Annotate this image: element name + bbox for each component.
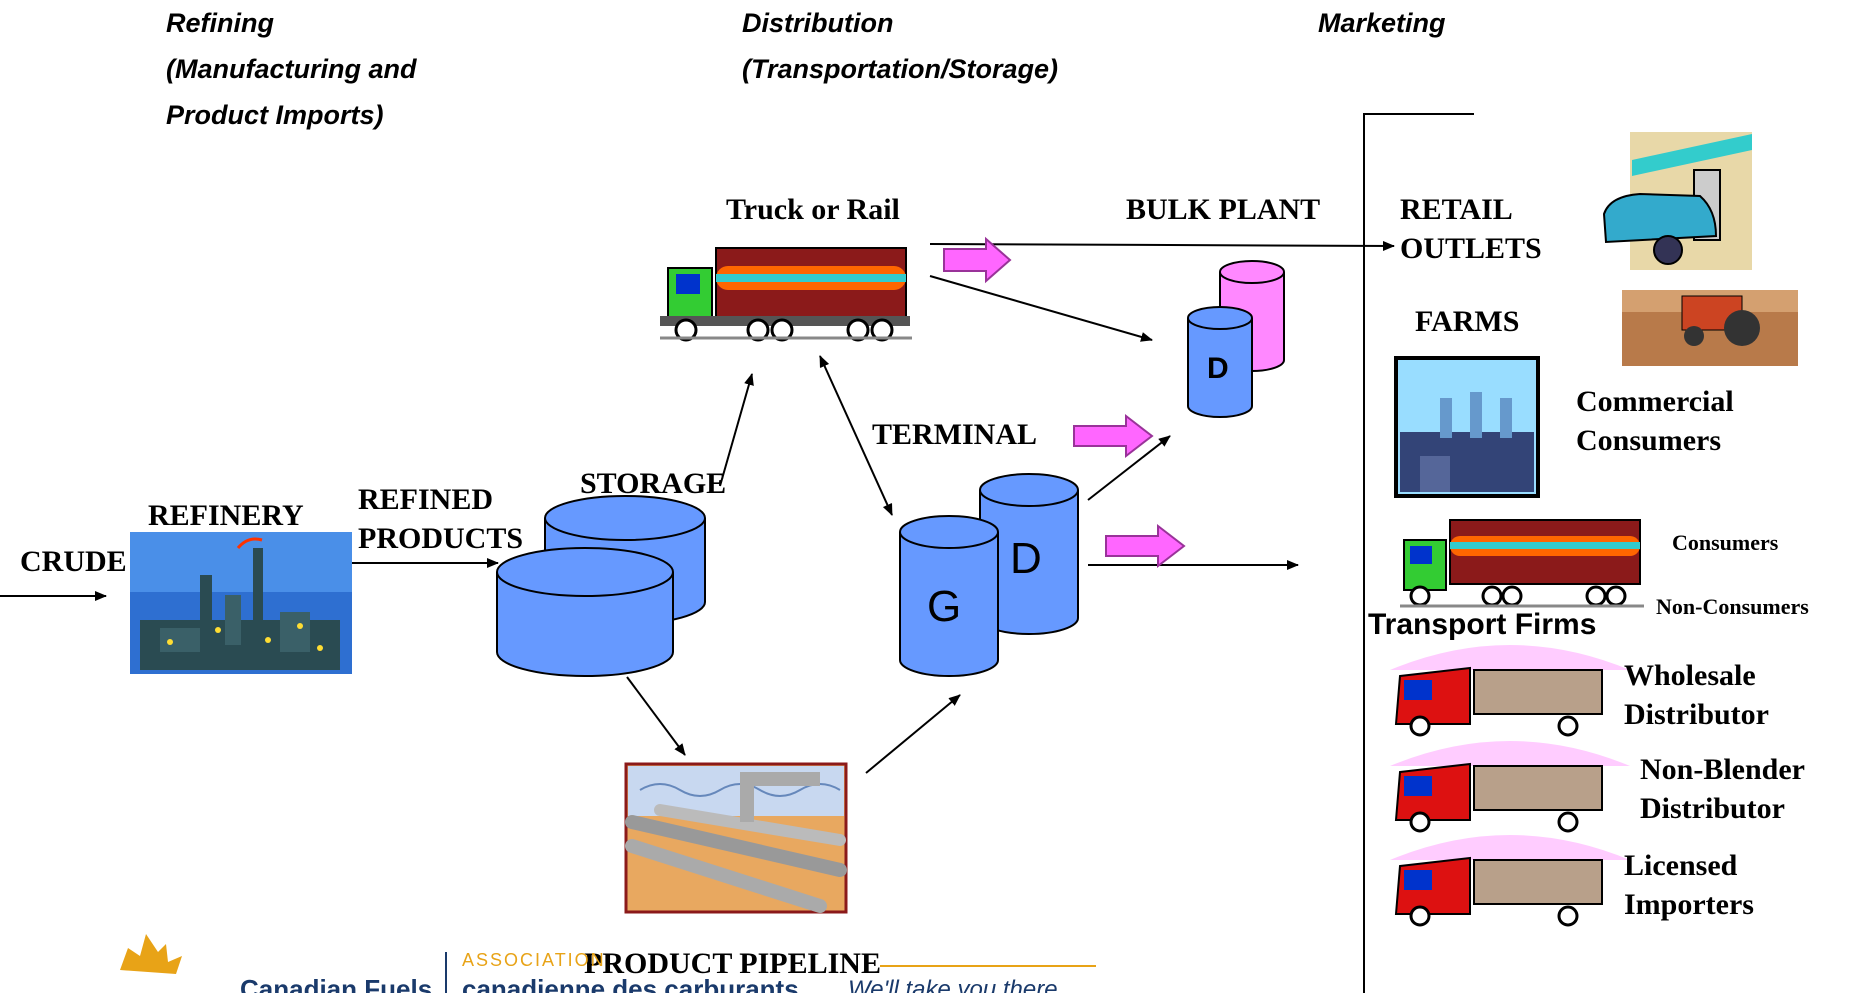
non-consumers-label: Non-Consumers — [1656, 594, 1809, 619]
header-marketing: Marketing — [1318, 8, 1446, 38]
header-distribution: Distribution (Transportation/Storage) — [742, 0, 1058, 92]
arrow-storage-to-pipeline — [626, 676, 686, 756]
canadian-fuels-logo — [120, 934, 1096, 993]
red-tanker-1 — [1390, 645, 1630, 737]
gas-station-picture — [1602, 132, 1752, 270]
storage-tanks — [496, 495, 706, 677]
bulk-plant-label: BULK PLANT — [1126, 193, 1321, 226]
refined-products-label: REFINED PRODUCTS — [358, 480, 523, 558]
red-tanker-2 — [1390, 741, 1630, 833]
refined-products-line1: REFINED — [358, 483, 494, 516]
magenta-arrow-2 — [1073, 413, 1154, 459]
storage-label: STORAGE — [580, 467, 727, 500]
logo-tagline: We'll take you there — [848, 976, 1058, 993]
header-distribution-line1: Distribution — [742, 8, 894, 38]
arrow-truck-to-retail — [929, 240, 1395, 251]
tank-d-label: D — [1010, 534, 1042, 583]
wholesale-distributor-label: Wholesale Distributor — [1624, 656, 1769, 734]
wholesale-distributor-line1: Wholesale — [1624, 659, 1756, 692]
arrow-pipeline-to-terminal — [865, 694, 961, 774]
retail-outlets-line1: RETAIL — [1400, 193, 1513, 226]
wholesale-distributor-line2: Distributor — [1624, 698, 1769, 731]
retail-outlets-label: RETAIL OUTLETS — [1400, 190, 1542, 268]
arrow-terminal-to-bulk — [1087, 435, 1171, 501]
crude-label: CRUDE — [20, 545, 127, 578]
licensed-importers-label: Licensed Importers — [1624, 846, 1754, 924]
transport-firms-label: Transport Firms — [1368, 608, 1597, 641]
non-blender-distributor-label: Non-Blender Distributor — [1640, 750, 1805, 828]
arrow-storage-to-truck — [719, 373, 754, 487]
marketing-divider — [1363, 113, 1474, 993]
farms-label: FARMS — [1415, 305, 1520, 338]
red-tanker-3 — [1390, 835, 1630, 927]
header-refining-line1: Refining — [166, 8, 274, 38]
pipeline-picture — [624, 762, 848, 914]
retail-outlets-line2: OUTLETS — [1400, 232, 1542, 265]
licensed-importers-line1: Licensed — [1624, 849, 1738, 882]
truck-or-rail-label: Truck or Rail — [726, 193, 900, 226]
logo-association-text: ASSOCIATION — [462, 950, 606, 970]
transport-tanker-picture — [1400, 519, 1644, 608]
refinery-label: REFINERY — [148, 499, 304, 532]
licensed-importers-line2: Importers — [1624, 888, 1754, 921]
terminal-label: TERMINAL — [872, 418, 1038, 451]
header-distribution-line2: (Transportation/Storage) — [742, 54, 1059, 84]
commercial-consumers-line2: Consumers — [1576, 424, 1722, 457]
commercial-consumers-label: Commercial Consumers — [1576, 382, 1734, 460]
logo-name-fr: canadienne des carburants — [462, 974, 799, 993]
header-refining-line2: (Manufacturing and — [166, 54, 417, 84]
magenta-arrow-3 — [1105, 523, 1186, 569]
refined-products-line2: PRODUCTS — [358, 522, 524, 555]
commercial-consumers-line1: Commercial — [1576, 385, 1734, 418]
bulk-tank-d-label: D — [1207, 352, 1229, 385]
header-refining-line3: Product Imports) — [166, 100, 384, 130]
bulk-plant-tanks — [1187, 260, 1285, 418]
product-pipeline-label: PRODUCT PIPELINE — [584, 947, 881, 980]
logo-name-en: Canadian Fuels — [240, 974, 433, 993]
arrow-truck-to-bulk — [929, 275, 1153, 342]
non-blender-distributor-line2: Distributor — [1640, 792, 1785, 825]
truck-or-rail-picture — [660, 247, 912, 342]
tractor-picture — [1622, 290, 1798, 366]
magenta-arrow-1 — [943, 236, 1012, 284]
consumers-label: Consumers — [1672, 530, 1779, 555]
factory-picture — [1394, 356, 1540, 498]
arrow-truck-terminal — [819, 355, 893, 516]
tank-g-label: G — [927, 582, 962, 631]
refinery-picture — [130, 532, 352, 674]
non-blender-distributor-line1: Non-Blender — [1640, 753, 1805, 786]
header-refining: Refining (Manufacturing and Product Impo… — [166, 0, 417, 138]
terminal-tanks — [899, 473, 1079, 677]
